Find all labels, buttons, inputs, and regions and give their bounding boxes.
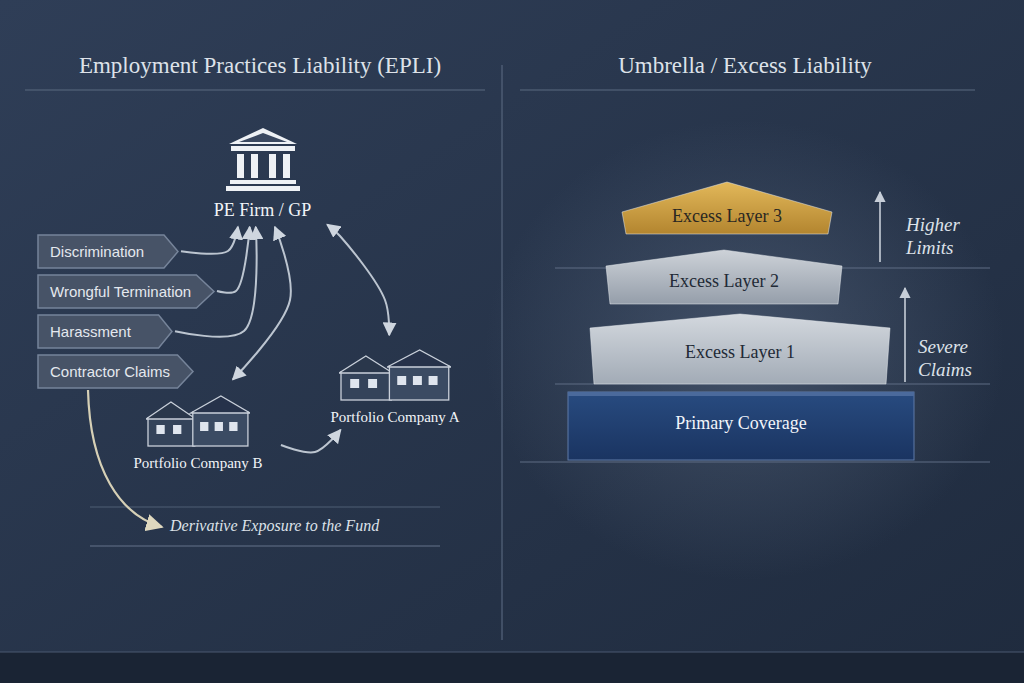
claim-tag: Discrimination (38, 235, 178, 268)
claim-tag: Wrongful Termination (38, 275, 214, 308)
panel-heading: Umbrella / Excess Liability (515, 52, 975, 80)
connector (327, 225, 389, 335)
connector (181, 227, 238, 254)
company-building-icon (146, 392, 250, 448)
portfolio-company: Portfolio Company B (118, 382, 278, 474)
node-label: Portfolio Company A (330, 408, 459, 426)
claim-tag: Contractor Claims (38, 355, 193, 388)
node-label: Excess Layer 2 (669, 271, 779, 293)
primary-coverage-layer: Primary Coverage (568, 392, 914, 460)
excess-layer: Excess Layer 2 (606, 250, 842, 304)
node-label: Excess Layer 3 (672, 206, 782, 228)
connector (281, 430, 341, 452)
excess-layer: Excess Layer 1 (590, 314, 890, 384)
node-label: Primary Coverage (675, 413, 806, 435)
claim-label: Discrimination (50, 243, 144, 261)
portfolio-company: Portfolio Company A (320, 338, 470, 428)
building-icon (225, 126, 301, 192)
claim-label: Contractor Claims (50, 363, 170, 381)
claim-label: Wrongful Termination (50, 283, 191, 301)
connector (217, 227, 250, 293)
node-label: Portfolio Company B (133, 454, 262, 472)
claim-label: Harassment (50, 323, 131, 341)
company-building-icon (339, 346, 451, 402)
excess-layer: Excess Layer 3 (622, 182, 832, 234)
exposure-note: Derivative Exposure to the Fund (170, 516, 440, 535)
connector (233, 227, 291, 380)
arrow-note: Severe Claims (918, 336, 990, 382)
claim-tag: Harassment (38, 315, 172, 348)
node-label: PE Firm / GP (214, 200, 312, 222)
node-label: Excess Layer 1 (685, 342, 795, 364)
arrow-note: Higher Limits (906, 214, 978, 260)
firm-node: PE Firm / GP (200, 110, 325, 224)
panel-heading: Employment Practices Liability (EPLI) (30, 52, 490, 80)
